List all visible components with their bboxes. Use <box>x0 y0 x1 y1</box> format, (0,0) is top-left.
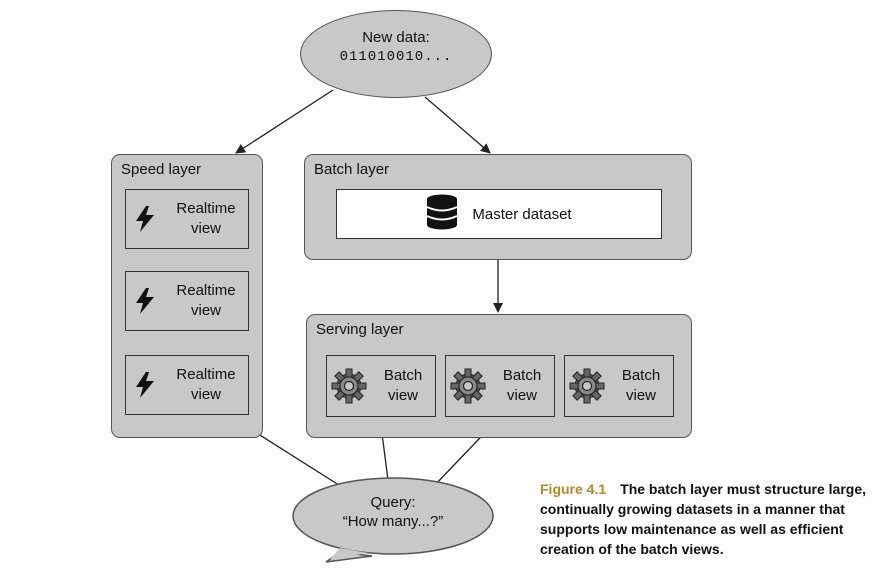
batch-view-box: Batch view <box>326 355 436 417</box>
figure-caption-text: The batch layer must structure large, co… <box>540 481 866 557</box>
query-label: Query: <box>370 494 416 511</box>
query-text: “How many...?” <box>342 513 444 530</box>
speed-layer: Speed layer Realtime view Realtime view … <box>111 154 263 438</box>
realtime-view-label-2: view <box>190 220 221 237</box>
gear-icon <box>327 368 371 404</box>
master-dataset-label: Master dataset <box>472 205 572 223</box>
batch-view-label-1: Batch <box>383 367 423 384</box>
query-bubble-shape <box>292 477 494 563</box>
batch-view-label-1: Batch <box>621 367 661 384</box>
realtime-view-box: Realtime view <box>125 271 249 331</box>
master-dataset-box: Master dataset <box>336 189 662 239</box>
realtime-view-label-1: Realtime <box>176 200 236 217</box>
serving-layer-title: Serving layer <box>316 321 404 338</box>
realtime-view-box: Realtime view <box>125 355 249 415</box>
batch-view-label-2: view <box>387 387 418 404</box>
lightning-bolt-icon <box>126 372 164 398</box>
batch-layer-title: Batch layer <box>314 161 390 178</box>
batch-view-label-2: view <box>625 387 656 404</box>
batch-view-label-1: Batch <box>502 367 542 384</box>
batch-view-box: Batch view <box>564 355 674 417</box>
new-data-bubble: New data: 011010010... <box>300 10 492 98</box>
arrow-newdata-to-batch <box>424 96 491 154</box>
serving-layer: Serving layer Batch view <box>306 314 692 438</box>
gear-icon <box>446 368 490 404</box>
realtime-view-label-1: Realtime <box>176 282 236 299</box>
realtime-view-label-2: view <box>190 386 221 403</box>
realtime-view-label-2: view <box>190 302 221 319</box>
database-icon <box>426 194 458 235</box>
new-data-bits: 011010010... <box>339 49 453 65</box>
lightning-bolt-icon <box>126 288 164 314</box>
batch-view-box: Batch view <box>445 355 555 417</box>
batch-layer: Batch layer Master dataset <box>304 154 692 260</box>
arrow-newdata-to-speed <box>235 89 334 154</box>
query-bubble: Query: “How many...?” <box>290 474 496 558</box>
batch-view-label-2: view <box>506 387 537 404</box>
gear-icon <box>565 368 609 404</box>
lightning-bolt-icon <box>126 206 164 232</box>
realtime-view-box: Realtime view <box>125 189 249 249</box>
speed-layer-title: Speed layer <box>121 161 202 178</box>
realtime-view-label-1: Realtime <box>176 366 236 383</box>
new-data-title: New data: <box>362 29 430 46</box>
figure-number: Figure 4.1 <box>540 481 607 497</box>
